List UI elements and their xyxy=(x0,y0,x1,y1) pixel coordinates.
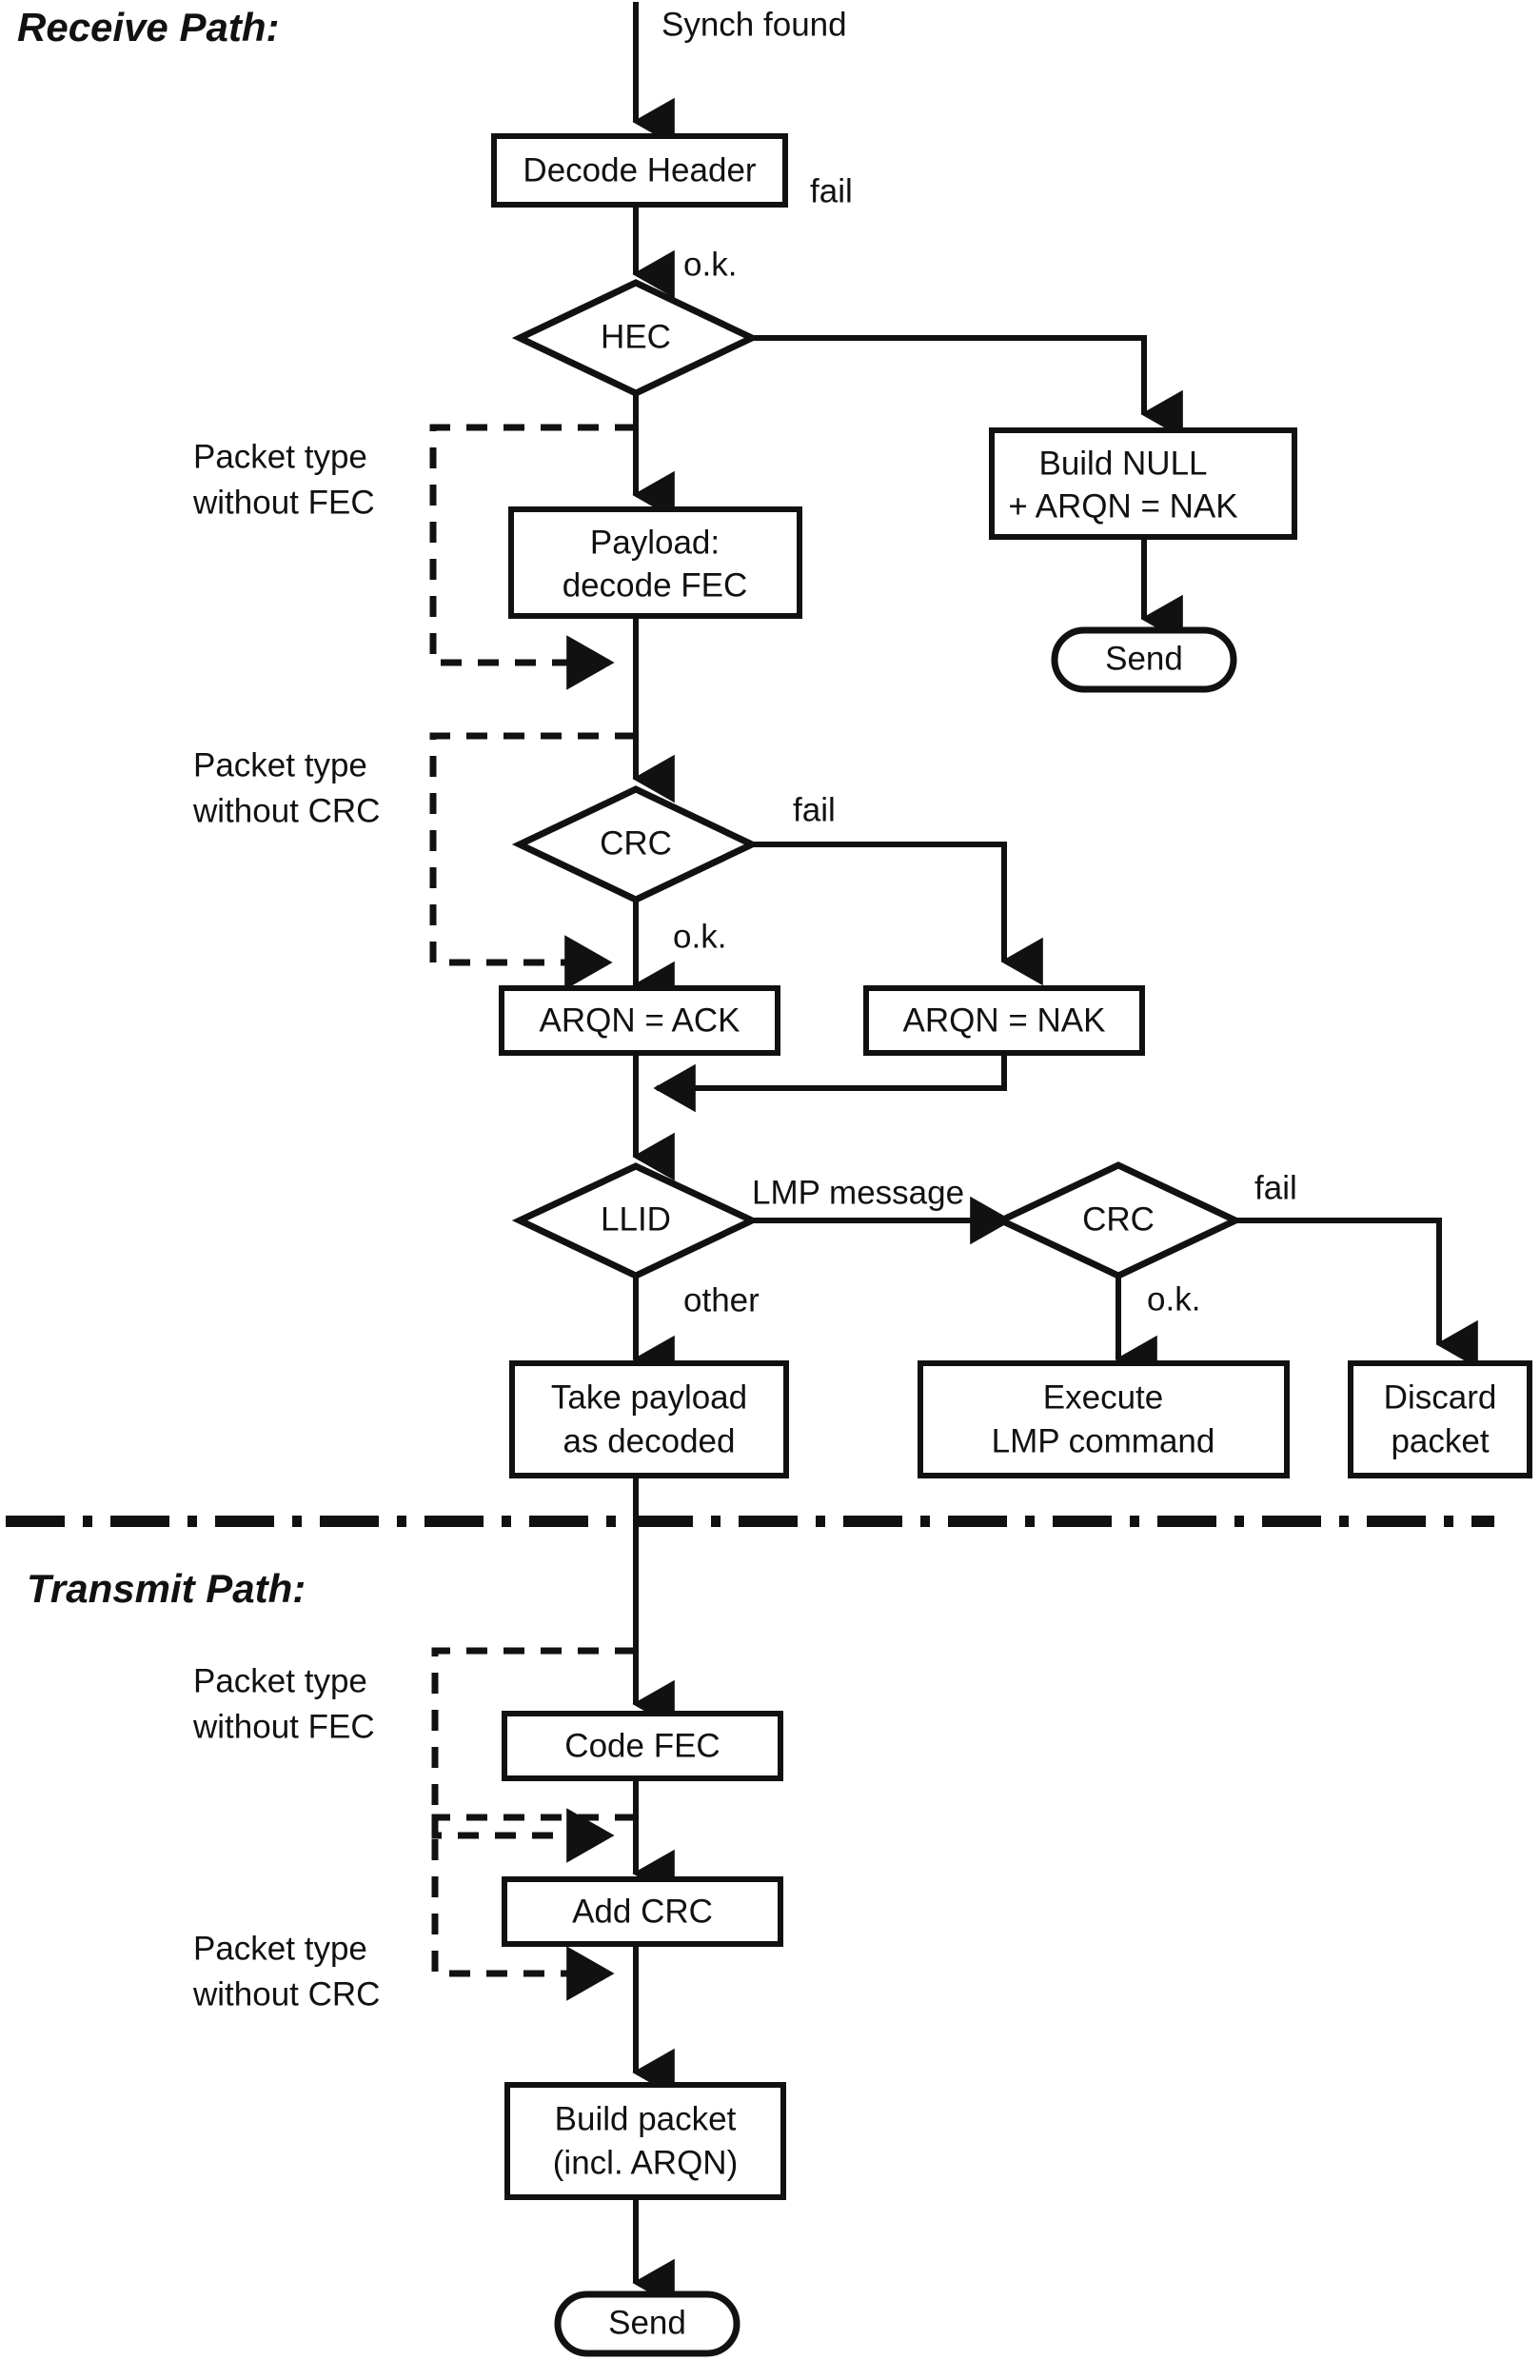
annotation-without-crc-receive-1: Packet type xyxy=(193,746,367,783)
annotation-without-crc-receive-2: without CRC xyxy=(192,792,380,829)
transmit-path-title: Transmit Path: xyxy=(27,1566,306,1611)
bypass-without-crc-transmit xyxy=(431,1814,636,2001)
node-crc2-decision[interactable]: CRC xyxy=(993,1161,1244,1279)
node-send-transmit-label: Send xyxy=(608,2304,686,2341)
annotation-without-fec-receive-2: without FEC xyxy=(192,484,375,521)
node-build-packet-label-2: (incl. ARQN) xyxy=(553,2144,738,2181)
annotation-without-crc-transmit-2: without CRC xyxy=(192,1975,380,2013)
edge-label-llid-other: other xyxy=(683,1281,760,1319)
node-send-transmit[interactable]: Send xyxy=(554,2291,740,2357)
edge-label-crc-ok: o.k. xyxy=(673,918,726,955)
node-execute-label-1: Execute xyxy=(1043,1378,1163,1416)
edge-arqn-nak-merge xyxy=(653,1053,1007,1113)
node-hec-label: HEC xyxy=(601,318,671,355)
node-take-payload-label-1: Take payload xyxy=(551,1378,747,1416)
node-crc-decision[interactable]: CRC xyxy=(511,785,760,903)
node-take-payload[interactable]: Take payload as decoded xyxy=(509,1360,789,1478)
node-decode-header-label: Decode Header xyxy=(523,151,756,188)
node-code-fec-label: Code FEC xyxy=(564,1727,720,1764)
node-execute-lmp-command[interactable]: Execute LMP command xyxy=(918,1360,1290,1478)
node-hec-decision[interactable]: HEC xyxy=(511,279,760,397)
node-execute-label-2: LMP command xyxy=(992,1422,1215,1459)
node-payload-decode-fec[interactable]: Payload: decode FEC xyxy=(508,506,802,619)
node-discard-label-1: Discard xyxy=(1384,1378,1497,1416)
node-crc2-label: CRC xyxy=(1082,1200,1155,1238)
edge-crc-fail xyxy=(752,842,1043,986)
node-arqn-nak-label: ARQN = NAK xyxy=(903,1002,1106,1039)
edge-label-hec-ok: o.k. xyxy=(683,246,737,283)
node-arqn-nak[interactable]: ARQN = NAK xyxy=(863,985,1145,1056)
node-add-crc[interactable]: Add CRC xyxy=(502,1876,783,1947)
node-add-crc-label: Add CRC xyxy=(572,1893,713,1930)
annotation-without-fec-transmit-2: without FEC xyxy=(192,1708,375,1745)
annotation-without-fec-receive-1: Packet type xyxy=(193,438,367,475)
edge-label-hec-fail: fail xyxy=(810,172,853,209)
node-crc-label: CRC xyxy=(600,824,672,862)
node-build-null[interactable]: Build NULL + ARQN = NAK xyxy=(989,427,1297,540)
node-code-fec[interactable]: Code FEC xyxy=(502,1711,783,1781)
node-arqn-ack-label: ARQN = ACK xyxy=(539,1002,740,1039)
node-send-receive[interactable]: Send xyxy=(1051,626,1237,693)
node-build-null-label-1: Build NULL xyxy=(1038,445,1207,482)
edge-label-synch-found: Synch found xyxy=(661,6,847,43)
edge-hec-fail xyxy=(752,335,1183,439)
node-send-receive-label: Send xyxy=(1105,640,1183,677)
node-decode-header[interactable]: Decode Header xyxy=(491,133,788,208)
annotation-without-fec-transmit-1: Packet type xyxy=(193,1662,367,1699)
node-llid-decision[interactable]: LLID xyxy=(511,1162,760,1279)
bypass-without-crc-receive xyxy=(429,732,636,990)
bypass-without-fec-receive xyxy=(429,424,636,690)
node-arqn-ack[interactable]: ARQN = ACK xyxy=(499,985,780,1056)
node-build-packet-label-1: Build packet xyxy=(555,2100,737,2137)
node-build-null-label-2: + ARQN = NAK xyxy=(1008,487,1237,525)
node-discard-packet[interactable]: Discard packet xyxy=(1348,1360,1532,1478)
edge-label-llid-lmp-message: LMP message xyxy=(752,1174,964,1211)
node-llid-label: LLID xyxy=(601,1200,671,1238)
node-build-packet[interactable]: Build packet (incl. ARQN) xyxy=(504,2082,786,2200)
edge-label-crc2-fail: fail xyxy=(1254,1169,1297,1206)
node-discard-label-2: packet xyxy=(1391,1422,1489,1459)
node-payload-label-2: decode FEC xyxy=(563,566,748,604)
edge-label-crc-fail: fail xyxy=(793,791,836,828)
edge-label-crc2-ok: o.k. xyxy=(1147,1280,1200,1318)
edge-crc2-fail xyxy=(1235,1218,1478,1369)
receive-path-title: Receive Path: xyxy=(17,5,279,50)
node-payload-label-1: Payload: xyxy=(590,524,720,561)
annotation-without-crc-transmit-1: Packet type xyxy=(193,1930,367,1967)
node-take-payload-label-2: as decoded xyxy=(563,1422,736,1459)
